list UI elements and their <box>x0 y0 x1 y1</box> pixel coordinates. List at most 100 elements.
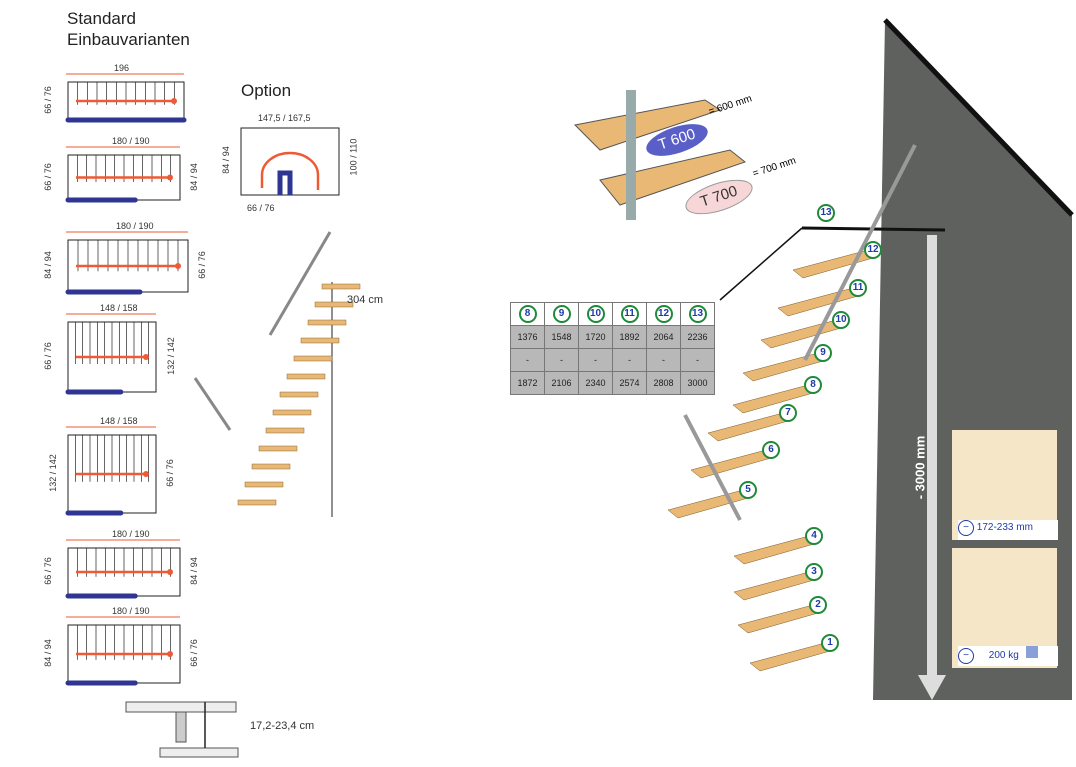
walk-line-start <box>167 174 173 181</box>
plan-side: 84 / 94 <box>188 557 199 585</box>
table-cell: 2064 <box>646 325 681 349</box>
header-cell: 13 <box>680 302 715 326</box>
side-tread <box>314 301 354 308</box>
step-badge: 6 <box>762 441 780 459</box>
side-tread <box>286 373 326 380</box>
table-cell: 1872 <box>510 371 545 395</box>
side-handrail <box>268 231 332 336</box>
foot-base <box>159 747 239 758</box>
load-capacity: 200 kg <box>988 650 1019 661</box>
table-row: ------ <box>510 348 715 372</box>
height-label: 304 cm <box>347 294 384 306</box>
heading: Standard Einbauvarianten <box>67 8 190 50</box>
minus-circle-icon: − <box>958 648 974 664</box>
side-tread <box>237 499 277 506</box>
plan-side: 132 / 142 <box>165 337 176 375</box>
stair-tread <box>690 449 772 479</box>
side-tread <box>258 445 298 452</box>
step-count-badge: 8 <box>518 305 537 323</box>
load-inset: − 200 kg <box>958 646 1058 666</box>
table-cell: 3000 <box>680 371 715 395</box>
plan-side: 84 / 94 <box>188 162 199 191</box>
side-handrail-lower <box>193 377 232 431</box>
plan-depth: 66 / 76 <box>42 86 53 114</box>
step-badge: 9 <box>814 344 832 362</box>
step-height-range: 172-233 mm <box>976 522 1033 533</box>
wall-edge <box>883 18 1074 217</box>
step-badge: 13 <box>817 204 835 222</box>
header-cell: 10 <box>578 302 613 326</box>
walk-line-start <box>167 569 173 575</box>
handrail-upper <box>803 144 917 361</box>
foot-tread <box>125 701 237 713</box>
table-cell: 1720 <box>578 325 613 349</box>
walk-line-start <box>143 471 149 477</box>
step-badge: 2 <box>809 596 827 614</box>
stair-tread <box>733 571 815 601</box>
side-tread <box>251 463 291 470</box>
plan-depth: 66 / 76 <box>42 162 53 191</box>
header-cell: 9 <box>544 302 579 326</box>
plan-width: 148 / 158 <box>100 303 138 313</box>
stair-tread <box>732 384 814 414</box>
side-tread <box>265 427 305 434</box>
walk-line-start <box>175 263 181 269</box>
side-tread <box>300 337 340 344</box>
side-tread <box>293 355 333 362</box>
stair-tread <box>737 604 819 634</box>
header-cell: 8 <box>510 302 545 326</box>
weight-icon <box>1025 646 1038 658</box>
walk-line-start <box>167 651 173 657</box>
step-badge: 7 <box>779 404 797 422</box>
plan-depth: 84 / 94 <box>42 251 53 279</box>
plan-depth: 66 / 76 <box>42 342 53 370</box>
plan-depth: 84 / 94 <box>42 639 53 667</box>
table-cell: - <box>510 348 545 372</box>
step-count-badge: 13 <box>688 305 707 323</box>
table-cell: - <box>544 348 579 372</box>
option-left: 84 / 94 <box>220 146 231 174</box>
side-tread <box>307 319 347 326</box>
plan-depth: 66 / 76 <box>42 557 53 585</box>
stair-tread <box>733 535 815 565</box>
stair-tread <box>749 642 831 672</box>
header-cell: 12 <box>646 302 681 326</box>
step-badge: 1 <box>821 634 839 652</box>
side-tread <box>321 283 361 290</box>
heading-line1: Standard <box>67 9 136 28</box>
plan-width: 180 / 190 <box>112 136 150 146</box>
table-cell: - <box>612 348 647 372</box>
plan-side: 66 / 76 <box>196 251 207 279</box>
tread-t700 <box>599 149 747 206</box>
step-height-label: 17,2-23,4 cm <box>250 720 315 732</box>
walk-line-start <box>171 98 177 104</box>
side-tread <box>279 391 319 398</box>
handrail-lower <box>683 414 742 521</box>
side-tread <box>244 481 284 488</box>
stair-tread <box>707 412 789 442</box>
tread-post <box>626 90 636 220</box>
step-badge: 3 <box>805 563 823 581</box>
side-tread <box>272 409 312 416</box>
step-badge: 12 <box>864 241 882 259</box>
table-cell: 2574 <box>612 371 647 395</box>
option-right: 100 / 110 <box>348 138 359 176</box>
plan-side: 66 / 76 <box>188 639 199 667</box>
pointer-line <box>719 227 803 301</box>
step-badge: 4 <box>805 527 823 545</box>
step-count-badge: 9 <box>552 305 571 323</box>
plan-width: 180 / 190 <box>116 221 154 231</box>
minus-circle-icon: − <box>958 520 974 536</box>
foot-post <box>175 711 187 743</box>
table-cell: 2340 <box>578 371 613 395</box>
table-cell: - <box>578 348 613 372</box>
total-height-arrowhead <box>918 675 946 700</box>
plan-width: 148 / 158 <box>100 416 138 426</box>
step-badge: 5 <box>739 481 757 499</box>
option-width: 147,5 / 167,5 <box>258 113 311 123</box>
table-cell: 1548 <box>544 325 579 349</box>
